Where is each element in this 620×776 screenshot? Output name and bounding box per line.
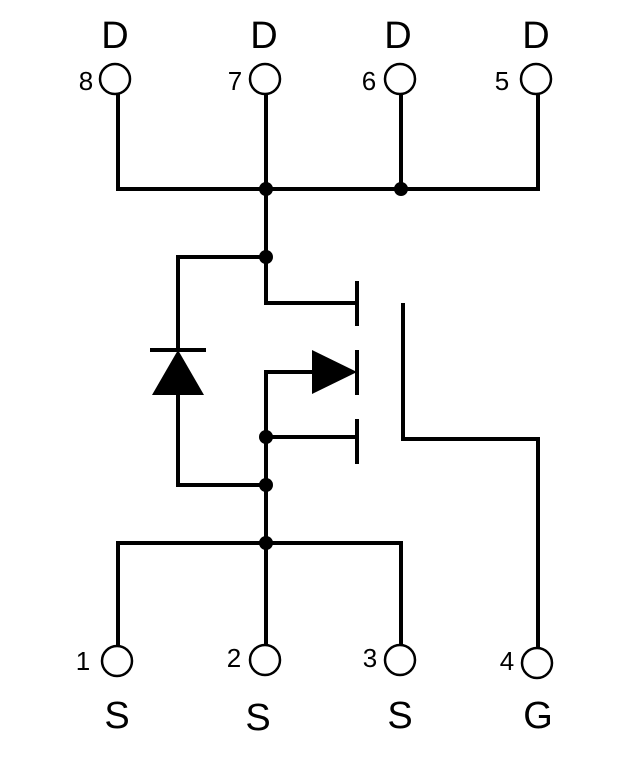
- pin-4-circle: [520, 646, 554, 680]
- junction-drain-bus-left: [259, 182, 273, 196]
- pin-2-label: S: [245, 697, 270, 739]
- pin-7-label: D: [250, 15, 277, 57]
- pin-3-circle: [383, 643, 417, 677]
- pin-4-label: G: [523, 695, 553, 737]
- pin-8-number: 8: [79, 66, 93, 96]
- pin-8-label: D: [101, 15, 128, 57]
- pin-1-label: S: [104, 695, 129, 737]
- pin-2-number: 2: [227, 643, 241, 673]
- pin-5-label: D: [522, 15, 549, 57]
- pin-5-number: 5: [495, 66, 509, 96]
- pin-8-circle: [98, 62, 132, 96]
- pin-3-label: S: [387, 695, 412, 737]
- junction-drain-bus-right: [394, 182, 408, 196]
- pin-1-circle: [100, 644, 134, 678]
- pin-7-number: 7: [228, 66, 242, 96]
- junction-diode-bottom: [259, 478, 273, 492]
- pin-4-number: 4: [500, 646, 514, 676]
- pin-1-number: 1: [76, 646, 90, 676]
- pin-6-number: 6: [362, 66, 376, 96]
- junction-source-channel: [259, 430, 273, 444]
- pin-2-circle: [248, 643, 282, 677]
- pin-6-circle: [383, 62, 417, 96]
- pin-6-label: D: [384, 15, 411, 57]
- body-arrow: [312, 350, 357, 394]
- body-diode-triangle: [152, 350, 204, 395]
- junction-source-bus: [259, 536, 273, 550]
- pin-7-circle: [248, 62, 282, 96]
- junction-diode-top: [259, 250, 273, 264]
- pin-3-number: 3: [363, 643, 377, 673]
- pin-5-circle: [519, 62, 553, 96]
